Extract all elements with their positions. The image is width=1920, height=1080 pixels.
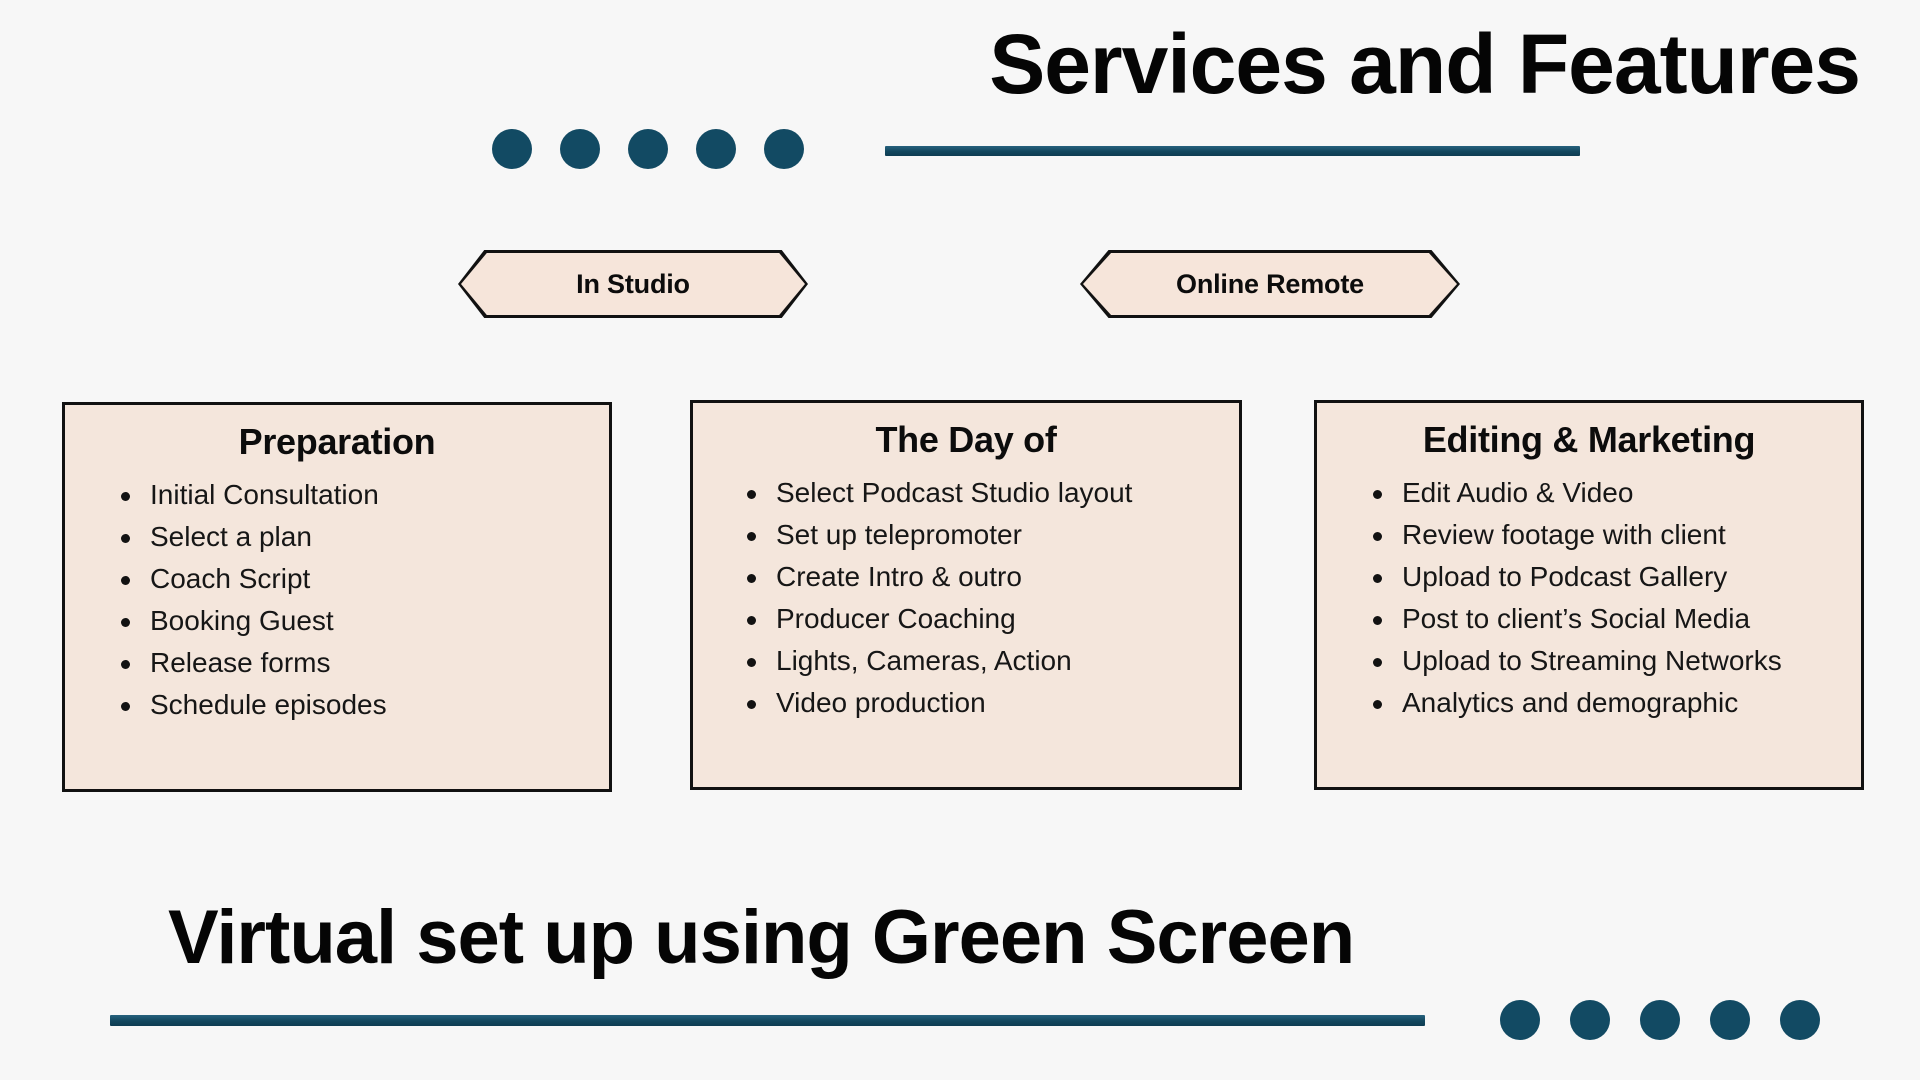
list-item: Initial Consultation [121,479,609,511]
filled-circle-icon [764,129,804,169]
top-dot-decoration [492,129,804,169]
filled-circle-icon [560,129,600,169]
list-item: Select Podcast Studio layout [747,477,1239,509]
ribbon-online-remote: Online Remote [1080,250,1460,318]
list-item: Post to client’s Social Media [1373,603,1861,635]
list-item: Booking Guest [121,605,609,637]
filled-circle-icon [1640,1000,1680,1040]
ribbon-fill [461,253,805,315]
list-item: Select a plan [121,521,609,553]
filled-circle-icon [696,129,736,169]
card-title-preparation: Preparation [238,421,436,462]
card-list-the-day-of: Select Podcast Studio layout Set up tele… [693,477,1239,719]
list-item: Set up telepromoter [747,519,1239,551]
footer-underline-rule [110,1015,1425,1026]
ribbon-label-online-remote: Online Remote [1176,268,1364,299]
card-editing-and-marketing: Editing & Marketing Edit Audio & Video R… [1314,400,1864,790]
list-item: Upload to Podcast Gallery [1373,561,1861,593]
filled-circle-icon [628,129,668,169]
title-underline-rule [885,146,1580,156]
list-item: Release forms [121,647,609,679]
filled-circle-icon [1780,1000,1820,1040]
filled-circle-icon [1710,1000,1750,1040]
list-item: Lights, Cameras, Action [747,645,1239,677]
list-item: Review footage with client [1373,519,1861,551]
footer-title: Virtual set up using Green Screen [168,895,1355,980]
card-list-preparation: Initial Consultation Select a plan Coach… [65,479,609,721]
list-item: Edit Audio & Video [1373,477,1861,509]
card-preparation: Preparation Initial Consultation Select … [62,402,612,792]
list-item: Coach Script [121,563,609,595]
card-list-editing-and-marketing: Edit Audio & Video Review footage with c… [1317,477,1861,719]
ribbon-label-in-studio: In Studio [576,268,690,299]
list-item: Create Intro & outro [747,561,1239,593]
card-title-editing-and-marketing: Editing & Marketing [1422,419,1756,460]
list-item: Schedule episodes [121,689,609,721]
ribbon-fill [1083,253,1457,315]
list-item: Analytics and demographic [1373,687,1861,719]
filled-circle-icon [1570,1000,1610,1040]
card-title-the-day-of: The Day of [875,419,1057,460]
filled-circle-icon [1500,1000,1540,1040]
ribbon-in-studio: In Studio [458,250,808,318]
bottom-dot-decoration [1500,1000,1820,1040]
list-item: Upload to Streaming Networks [1373,645,1861,677]
list-item: Video production [747,687,1239,719]
filled-circle-icon [492,129,532,169]
card-the-day-of: The Day of Select Podcast Studio layout … [690,400,1242,790]
page-title: Services and Features [989,17,1861,111]
list-item: Producer Coaching [747,603,1239,635]
